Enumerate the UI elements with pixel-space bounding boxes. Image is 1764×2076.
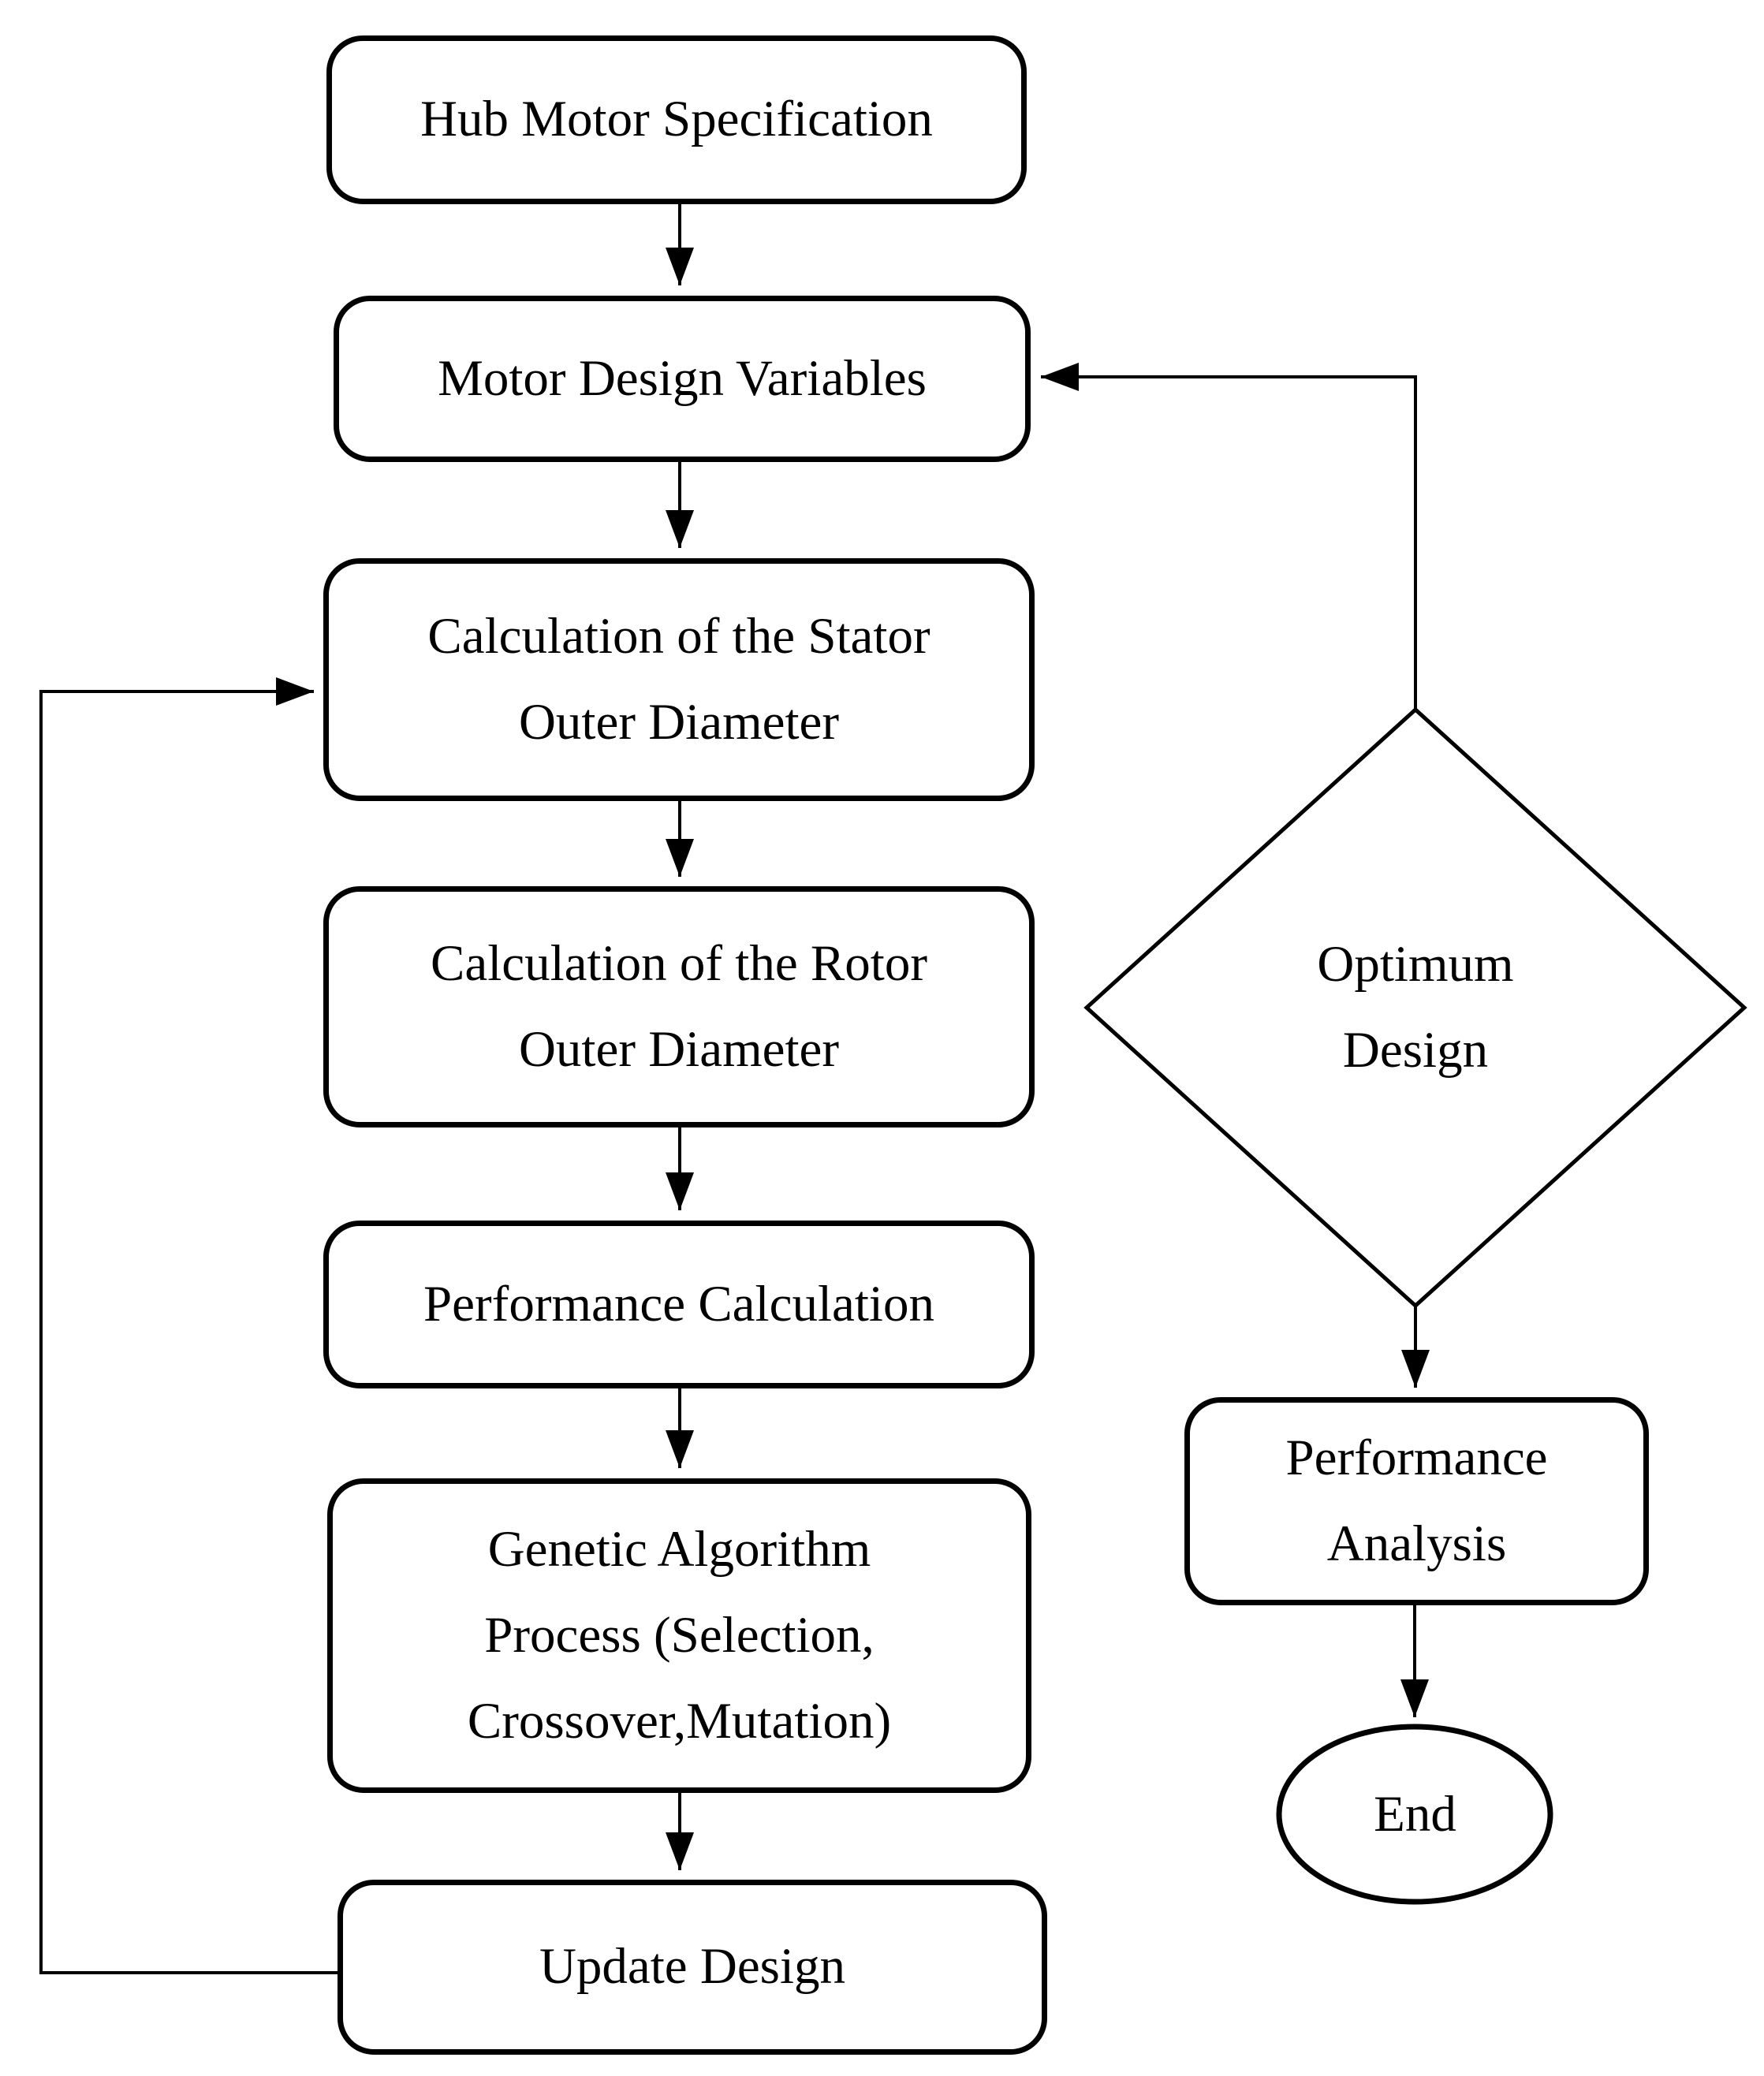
node-motor-design-variables: Motor Design Variables <box>334 296 1031 462</box>
feedback-update-to-stator <box>39 677 338 1974</box>
motor-design-variables-label: Motor Design Variables <box>438 349 927 407</box>
stator-outer-diameter-label-line1: Calculation of the Stator <box>427 607 930 665</box>
hub-motor-specification-label: Hub Motor Specification <box>420 91 933 148</box>
optimum-design-label-line1: Optimum <box>1317 935 1514 993</box>
genetic-algorithm-label-line1: Genetic Algorithm <box>487 1520 871 1578</box>
feedback-optimum-to-variables <box>1041 363 1417 710</box>
genetic-algorithm-label-line2: Process (Selection, <box>484 1606 875 1664</box>
node-genetic-algorithm-process: Genetic Algorithm Process (Selection, Cr… <box>327 1478 1031 1793</box>
optimum-design-label-line2: Design <box>1342 1022 1489 1079</box>
node-rotor-outer-diameter: Calculation of the Rotor Outer Diameter <box>323 886 1035 1127</box>
rotor-outer-diameter-label-line2: Outer Diameter <box>518 1021 840 1078</box>
stator-outer-diameter-label-line2: Outer Diameter <box>518 694 840 751</box>
node-performance-analysis: Performance Analysis <box>1184 1397 1649 1605</box>
node-performance-calculation: Performance Calculation <box>323 1221 1035 1388</box>
end-label-text: End <box>1374 1786 1456 1843</box>
performance-analysis-label-line2: Analysis <box>1326 1515 1507 1572</box>
node-stator-outer-diameter: Calculation of the Stator Outer Diameter <box>323 558 1035 801</box>
node-hub-motor-specification: Hub Motor Specification <box>326 35 1027 204</box>
update-design-label: Update Design <box>539 1938 846 1996</box>
optimum-design-label: Optimum Design <box>1218 881 1613 1134</box>
performance-analysis-label-line1: Performance <box>1285 1429 1548 1486</box>
genetic-algorithm-label-line3: Crossover,Mutation) <box>467 1693 892 1750</box>
end-label: End <box>1279 1731 1551 1899</box>
performance-calculation-label: Performance Calculation <box>423 1275 934 1332</box>
node-update-design: Update Design <box>338 1880 1047 2055</box>
end-ellipse <box>1276 1724 1553 1905</box>
rotor-outer-diameter-label-line1: Calculation of the Rotor <box>430 934 927 992</box>
